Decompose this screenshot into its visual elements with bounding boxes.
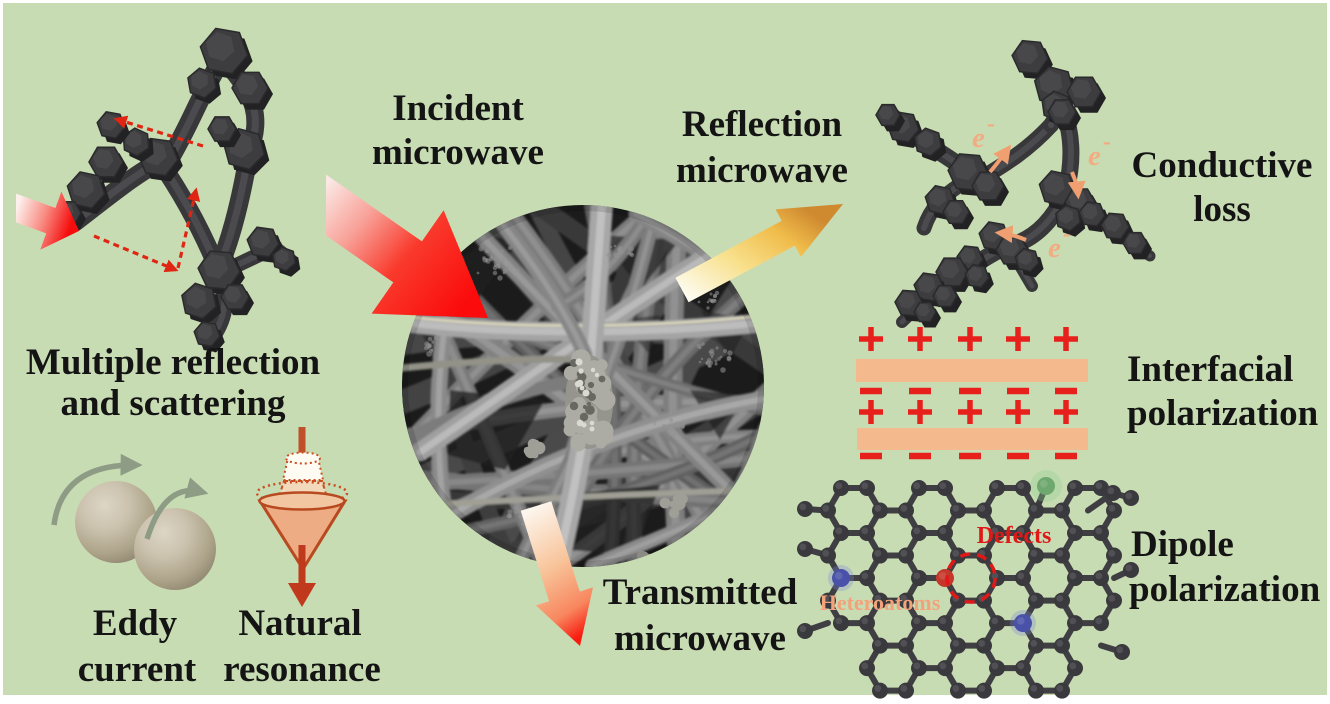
- svg-text:microwave: microwave: [614, 618, 786, 659]
- svg-text:microwave: microwave: [676, 150, 848, 191]
- svg-text:Multiple reflection: Multiple reflection: [26, 342, 321, 383]
- svg-text:microwave: microwave: [372, 132, 544, 173]
- svg-text:-: -: [1063, 221, 1071, 247]
- svg-text:polarization: polarization: [1129, 569, 1321, 610]
- svg-text:Heteroatoms: Heteroatoms: [820, 590, 941, 615]
- svg-text:Natural: Natural: [238, 603, 361, 644]
- svg-text:current: current: [78, 649, 197, 690]
- svg-text:e: e: [1088, 140, 1101, 172]
- svg-text:-: -: [1103, 129, 1111, 155]
- svg-text:Interfacial: Interfacial: [1127, 349, 1293, 390]
- svg-text:loss: loss: [1193, 189, 1251, 230]
- svg-text:and scattering: and scattering: [60, 383, 286, 424]
- svg-text:Transmitted: Transmitted: [603, 572, 798, 613]
- svg-text:Eddy: Eddy: [93, 603, 178, 644]
- svg-text:Dipole: Dipole: [1131, 524, 1234, 565]
- svg-text:resonance: resonance: [223, 649, 381, 690]
- svg-text:e: e: [972, 122, 985, 154]
- svg-text:e: e: [1048, 232, 1061, 264]
- svg-text:Incident: Incident: [392, 88, 524, 129]
- svg-text:polarization: polarization: [1127, 393, 1319, 434]
- svg-text:Conductive: Conductive: [1132, 145, 1313, 186]
- svg-text:-: -: [987, 111, 995, 137]
- svg-text:Reflection: Reflection: [682, 104, 843, 145]
- svg-text:Defects: Defects: [977, 523, 1052, 549]
